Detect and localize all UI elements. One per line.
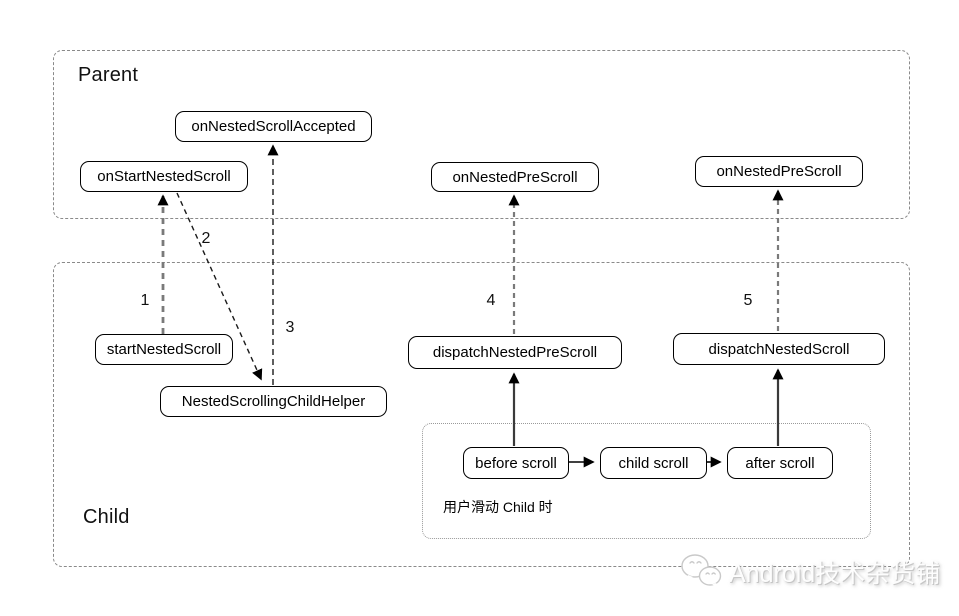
- node-dispatch-nested-pre-scroll: dispatchNestedPreScroll: [408, 336, 622, 369]
- node-start-nested-scroll: startNestedScroll: [95, 334, 233, 365]
- watermark: Android技术杂货铺: [678, 550, 940, 594]
- step-label-1: 1: [140, 292, 150, 309]
- node-on-nested-pre-scroll-left: onNestedPreScroll: [431, 162, 599, 192]
- node-on-start-nested-scroll: onStartNestedScroll: [80, 161, 248, 192]
- node-on-nested-scroll-accepted: onNestedScrollAccepted: [175, 111, 372, 142]
- step-label-2: 2: [201, 230, 211, 247]
- node-child-scroll: child scroll: [600, 447, 707, 479]
- watermark-text: Android技术杂货铺: [729, 560, 941, 588]
- parent-container: [53, 50, 910, 219]
- node-nested-scrolling-child-helper: NestedScrollingChildHelper: [160, 386, 387, 417]
- node-on-nested-pre-scroll-right: onNestedPreScroll: [695, 156, 863, 187]
- node-dispatch-nested-scroll: dispatchNestedScroll: [673, 333, 885, 365]
- step-label-4: 4: [486, 292, 496, 309]
- child-section-label: Child: [83, 506, 130, 528]
- user-scroll-caption: 用户滑动 Child 时: [443, 499, 553, 515]
- step-label-5: 5: [743, 292, 753, 309]
- step-label-3: 3: [285, 319, 295, 336]
- wechat-logo-icon: [681, 554, 722, 588]
- user-scroll-container: [422, 423, 871, 539]
- node-before-scroll: before scroll: [463, 447, 569, 479]
- child-container: [53, 262, 910, 567]
- parent-section-label: Parent: [78, 64, 139, 86]
- node-after-scroll: after scroll: [727, 447, 833, 479]
